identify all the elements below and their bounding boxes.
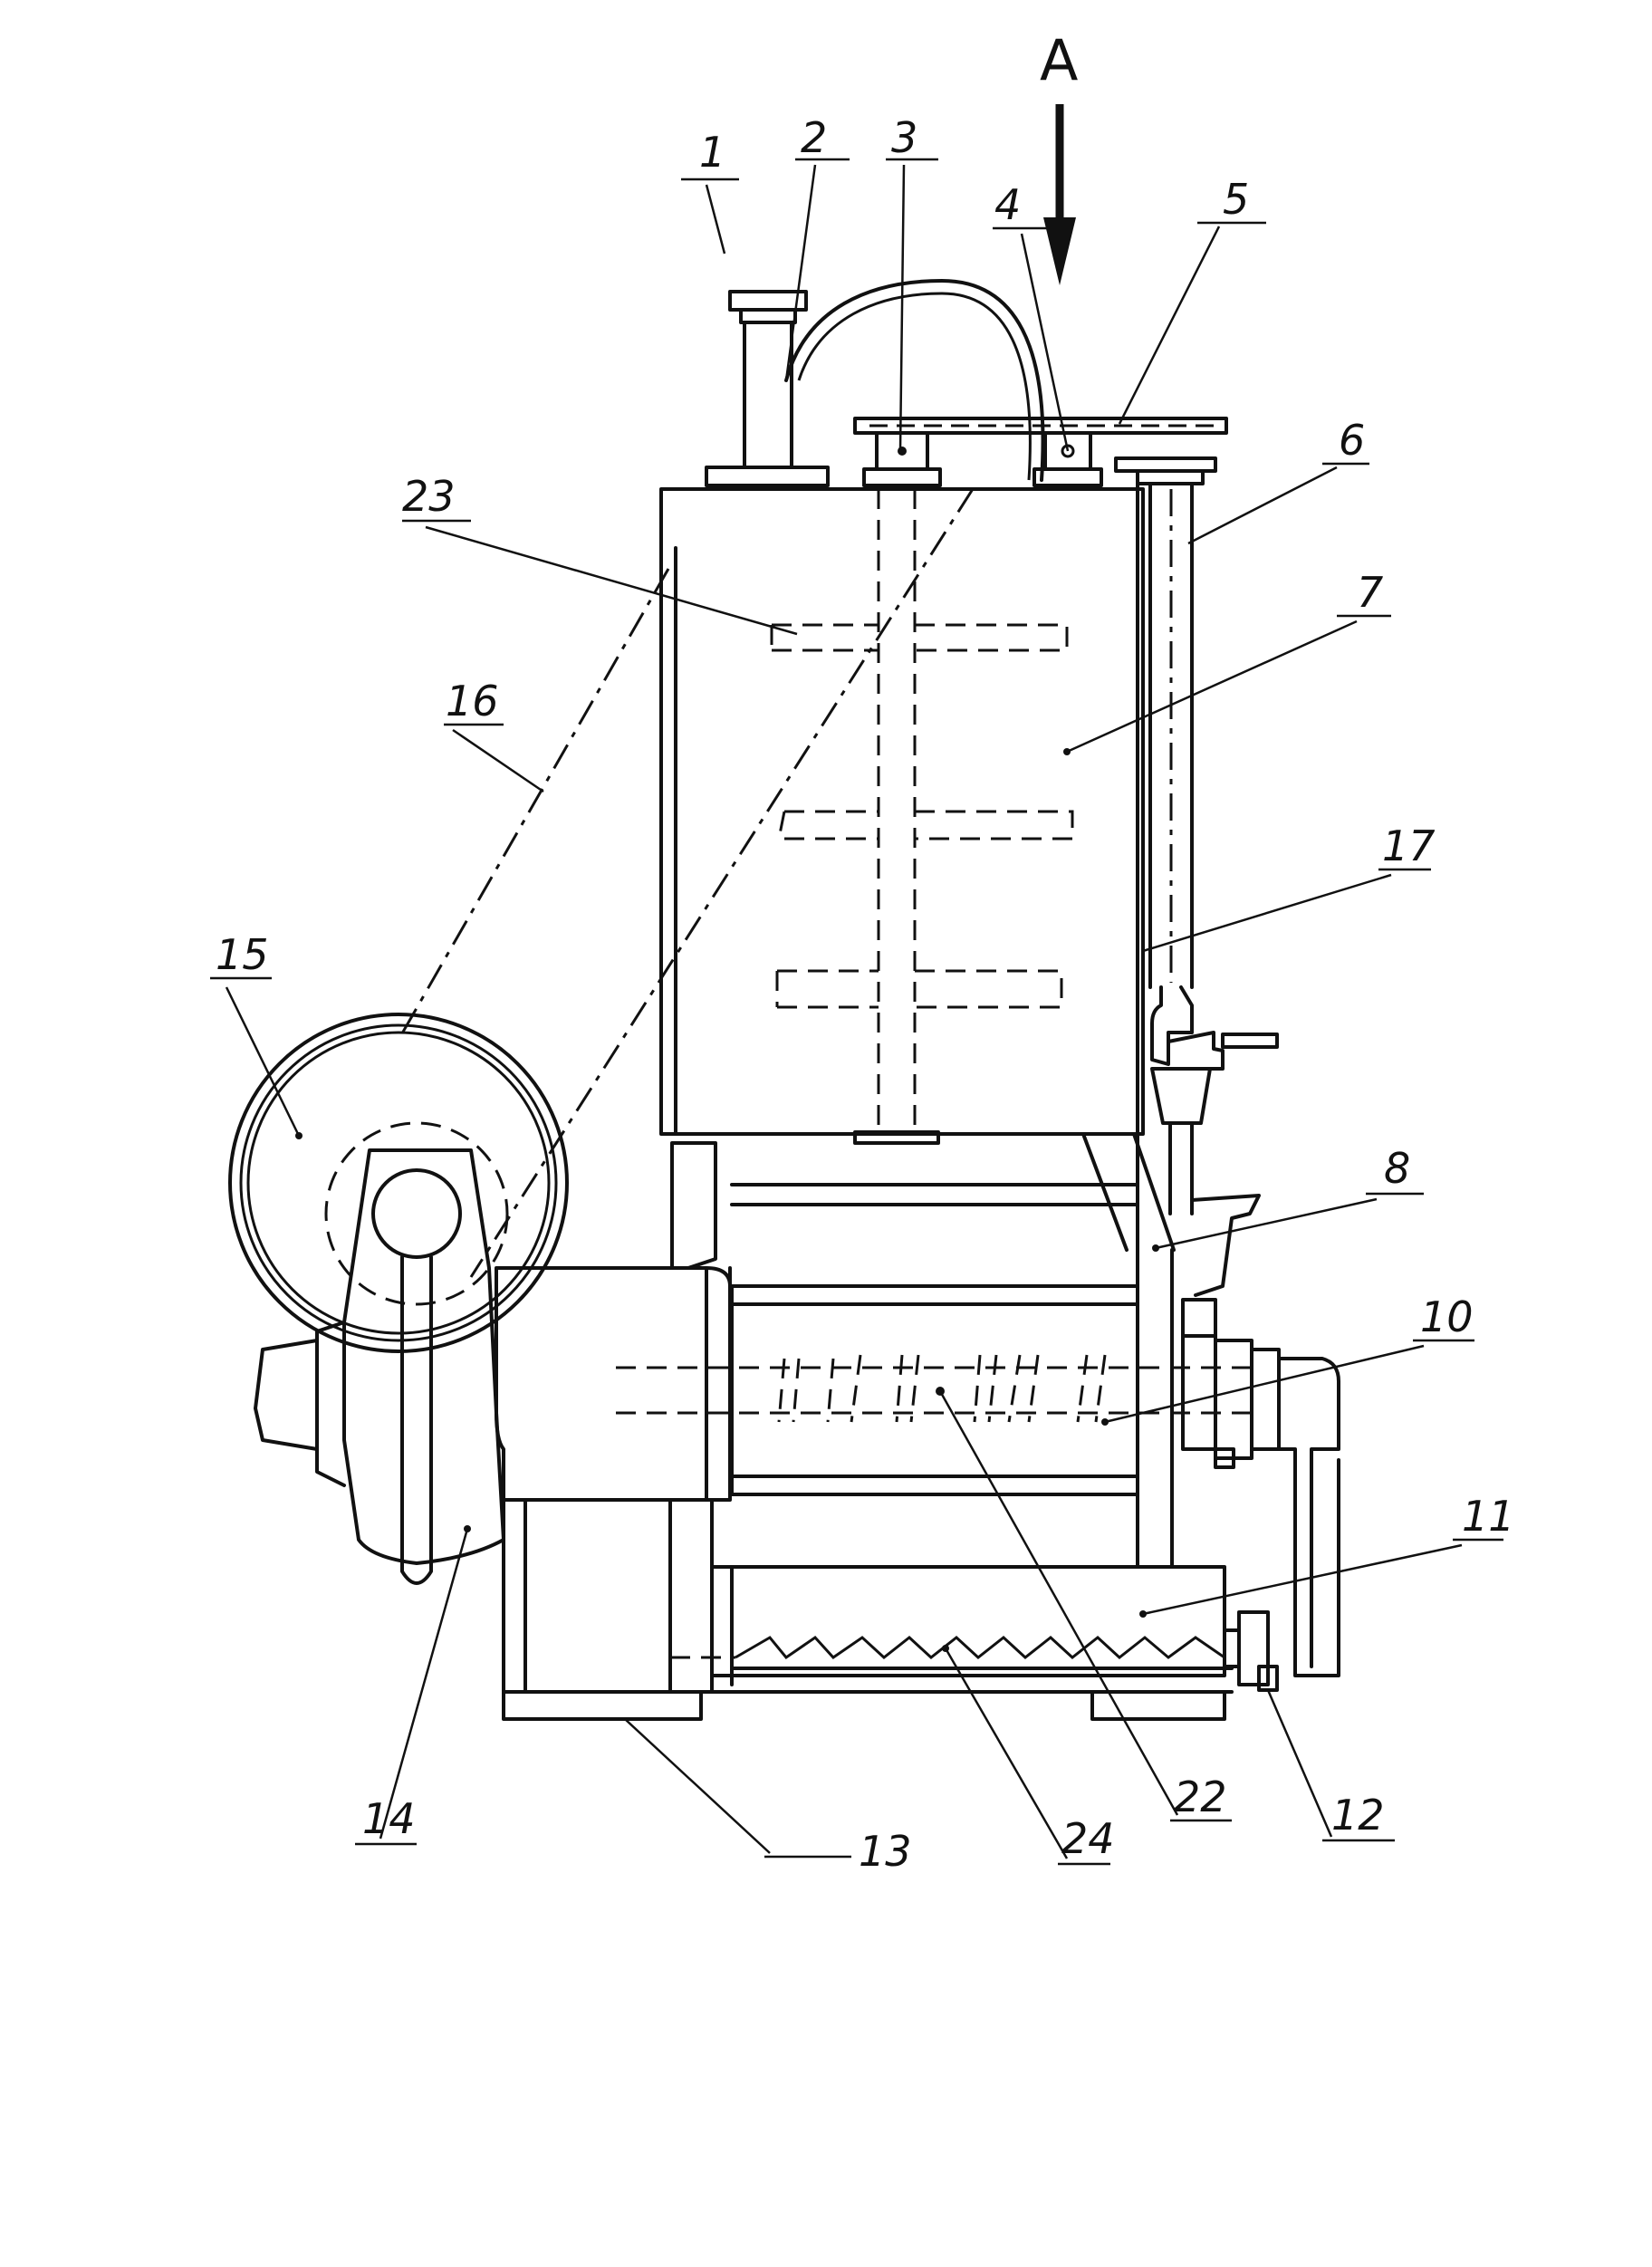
base-frame	[504, 1500, 1232, 1719]
leader-lines	[210, 159, 1503, 1864]
part-label-7: 7	[1357, 568, 1383, 617]
part-label-22: 22	[1174, 1772, 1227, 1821]
part-label-24: 24	[1061, 1814, 1115, 1863]
view-arrow-a: A	[1040, 27, 1078, 285]
part-label-8: 8	[1384, 1144, 1410, 1193]
part-label-6: 6	[1339, 416, 1365, 465]
conditioning-tank	[661, 489, 1143, 1143]
feed-pipe	[706, 292, 828, 485]
part-label-10: 10	[1420, 1292, 1474, 1341]
part-label-14: 14	[362, 1794, 416, 1843]
drive-pulley	[230, 1014, 567, 1351]
part-label-23: 23	[402, 472, 456, 521]
part-label-17: 17	[1382, 821, 1436, 870]
part-label-2: 2	[801, 113, 827, 162]
part-label-16: 16	[446, 677, 499, 725]
part-label-13: 13	[859, 1827, 912, 1876]
part-label-4: 4	[994, 180, 1021, 229]
part-label-1: 1	[699, 128, 725, 177]
part-label-11: 11	[1462, 1492, 1515, 1541]
part-labels: 1 2 3 4 5 6 7 8 10 11 12 13 14 15 16 17 …	[216, 113, 1515, 1876]
part-label-12: 12	[1331, 1791, 1385, 1840]
curved-hose	[786, 281, 1043, 480]
oil-collection-trough	[670, 1567, 1232, 1685]
view-arrow-label: A	[1040, 27, 1078, 93]
vertical-drive-shaft	[1116, 458, 1277, 1295]
part-label-5: 5	[1223, 175, 1249, 224]
part-label-3: 3	[891, 113, 917, 162]
drive-belt	[399, 489, 973, 1277]
discharge-column	[1083, 471, 1174, 1567]
part-label-15: 15	[216, 930, 269, 979]
oil-outlet-valve	[1225, 1612, 1277, 1690]
